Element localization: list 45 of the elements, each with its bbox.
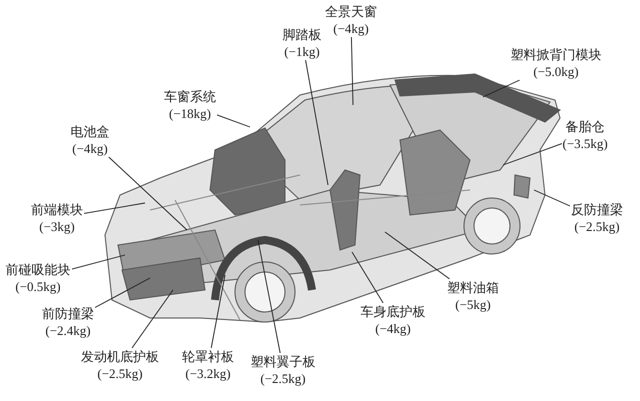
weight-text: (−4kg) [332,20,370,37]
part-name: 全景天窗 [325,3,377,20]
part-name: 前防撞梁 [42,305,94,322]
part-name: 电池盒 [70,123,110,140]
weight-text: (−2.5kg) [96,365,144,382]
weight-text: (−3.2kg) [184,365,232,382]
weight-text: (−2.5kg) [259,370,307,387]
leader-line [350,36,354,106]
leader-line [72,254,126,270]
part-name: 发动机底护板 [81,348,159,365]
leader-line [94,278,150,308]
leader-line [258,240,281,354]
leader-line [352,252,384,304]
part-name: 车身底护板 [360,303,426,320]
leader-line [534,190,570,206]
weight-text: (−3kg) [38,218,76,235]
weight-text: (−18kg) [168,105,212,122]
leader-line [305,60,328,186]
weight-text: (−5kg) [454,296,492,313]
leader-line [132,290,174,348]
part-name: 塑料掀背门模块 [510,46,602,63]
part-name: 前碰吸能块 [6,261,70,278]
weight-text: (−2.4kg) [44,322,92,339]
weight-text: (−2.5kg) [573,218,621,235]
leader-line [210,274,226,348]
weight-text: (−3.5kg) [562,135,608,152]
leader-line [216,114,250,128]
leader-line [384,232,450,280]
part-name: 塑料翼子板 [250,353,316,370]
weight-text: (−5.0kg) [532,63,580,80]
weight-text: (−1kg) [283,43,321,60]
part-name: 前端模块 [31,201,83,218]
leader-line [502,143,562,166]
part-name: 塑料油箱 [447,279,499,296]
part-name: 车窗系统 [164,88,216,105]
part-name: 反防撞梁 [571,201,623,218]
weight-text: (−4kg) [71,140,109,157]
weight-text: (−4kg) [374,320,412,337]
weight-text: (−0.5kg) [14,278,62,295]
part-name: 轮罩衬板 [182,348,234,365]
leader-line [84,202,146,214]
leader-line [482,80,520,98]
part-name: 脚踏板 [282,26,322,43]
part-name: 备胎仓 [564,118,606,135]
leader-line [108,156,188,230]
